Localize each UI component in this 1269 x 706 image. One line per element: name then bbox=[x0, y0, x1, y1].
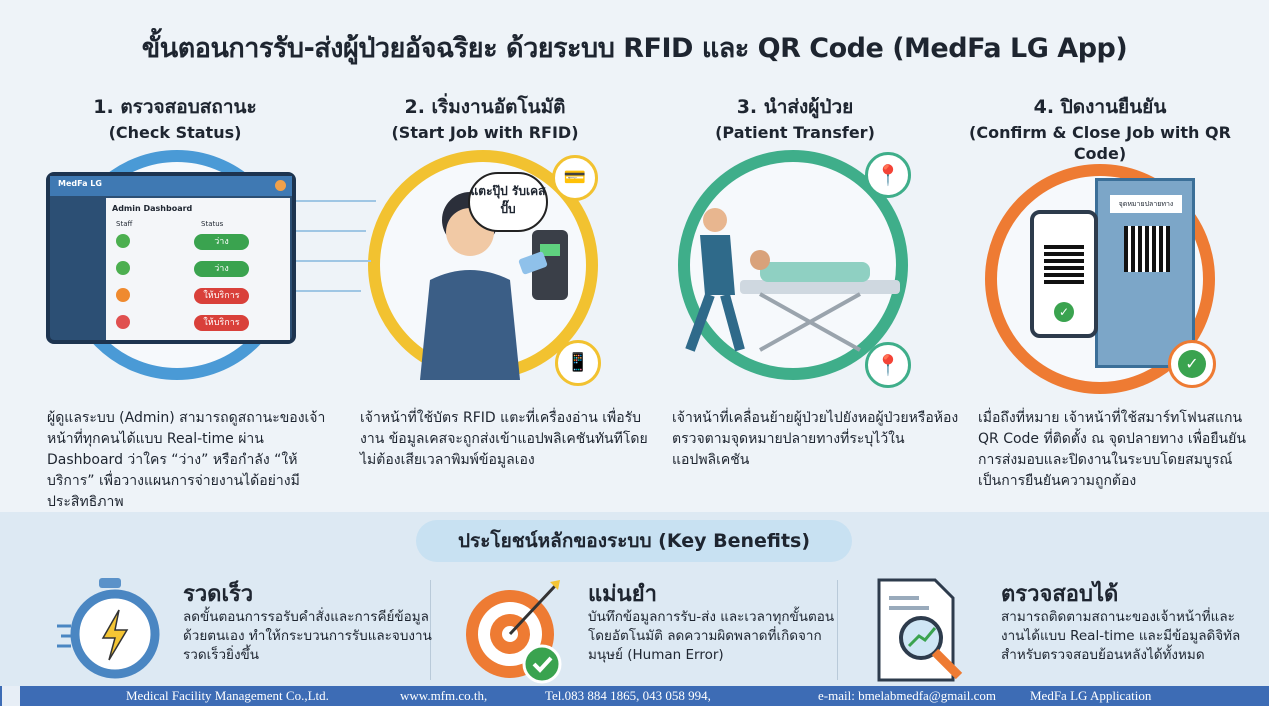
column-status: Status bbox=[201, 220, 224, 228]
column-staff: Staff bbox=[116, 220, 133, 228]
qr-code bbox=[1124, 226, 1170, 272]
benefit-title: ตรวจสอบได้ bbox=[1001, 582, 1119, 607]
benefit-auditable: ตรวจสอบได้ สามารถติดตามสถานะของเจ้าหน้าท… bbox=[873, 576, 1253, 684]
staff-avatar bbox=[116, 315, 130, 329]
status-badge: ให้บริการ bbox=[194, 288, 249, 304]
admin-dashboard-illustration: MedFa LG Admin Dashboard Staff Status ว่… bbox=[46, 172, 296, 344]
step-2-heading: 2. เริ่มงานอัตโนมัติ (Start Job with RFID… bbox=[335, 92, 635, 143]
location-pin-icon: 📍 bbox=[865, 152, 911, 198]
dashboard-brand: MedFa LG bbox=[58, 179, 102, 188]
step-1-description: ผู้ดูแลระบบ (Admin) สามารถดูสถานะของเจ้า… bbox=[47, 410, 326, 510]
footer-company: Medical Facility Management Co.,Ltd. bbox=[126, 688, 329, 703]
connector-line bbox=[296, 200, 376, 202]
staff-avatar bbox=[116, 288, 130, 302]
door-sign: จุดหมายปลายทาง bbox=[1110, 195, 1182, 213]
step-subtitle: (Check Status) bbox=[108, 123, 242, 142]
step-3-heading: 3. นำส่งผู้ป่วย (Patient Transfer) bbox=[645, 92, 945, 143]
status-badge: ว่าง bbox=[194, 234, 249, 250]
step-3-description: เจ้าหน้าที่เคลื่อนย้ายผู้ป่วยไปยังหอผู้ป… bbox=[672, 410, 959, 468]
footer-website[interactable]: www.mfm.co.th, bbox=[400, 688, 488, 703]
dashboard-content: Admin Dashboard Staff Status ว่าง ว่าง ใ… bbox=[106, 198, 290, 340]
step-4-description: เมื่อถึงที่หมาย เจ้าหน้าที่ใช้สมาร์ทโฟนส… bbox=[978, 410, 1246, 489]
footer-app: MedFa LG Application bbox=[1030, 688, 1152, 703]
rfid-tap-illustration bbox=[420, 192, 568, 380]
connector-line bbox=[296, 230, 366, 232]
stopwatch-icon bbox=[57, 578, 160, 679]
step-subtitle: (Start Job with RFID) bbox=[391, 123, 579, 142]
step-1-heading: 1. ตรวจสอบสถานะ (Check Status) bbox=[25, 92, 325, 143]
door: จุดหมายปลายทาง bbox=[1095, 178, 1195, 368]
company-logo bbox=[2, 686, 20, 706]
dashboard-heading: Admin Dashboard bbox=[112, 204, 193, 213]
staff-avatar bbox=[116, 261, 130, 275]
step-2-description: เจ้าหน้าที่ใช้บัตร RFID แตะที่เครื่องอ่า… bbox=[360, 410, 648, 468]
footer-email[interactable]: e-mail: bmelabmedfa@gmail.com bbox=[818, 688, 997, 703]
connector-line bbox=[296, 290, 361, 292]
staff-avatar bbox=[116, 234, 130, 248]
benefit-description: สามารถติดตามสถานะของเจ้าหน้าที่และงานได้… bbox=[1001, 609, 1241, 663]
divider bbox=[430, 580, 431, 680]
target-icon bbox=[466, 580, 562, 684]
status-badge: ว่าง bbox=[194, 261, 249, 277]
benefit-title: รวดเร็ว bbox=[183, 582, 254, 607]
smartphone: ✓ bbox=[1030, 210, 1098, 338]
step-subtitle: (Patient Transfer) bbox=[715, 123, 875, 142]
page-title: ขั้นตอนการรับ-ส่งผู้ป่วยอัจฉริยะ ด้วยระบ… bbox=[141, 33, 1128, 64]
qr-code-scan bbox=[1044, 244, 1084, 284]
benefit-description: บันทึกข้อมูลการรับ-ส่ง และเวลาทุกขั้นตอน… bbox=[588, 609, 835, 663]
benefit-title: แม่นยำ bbox=[588, 582, 657, 607]
step-subtitle: (Confirm & Close Job with QR Code) bbox=[969, 123, 1231, 163]
check-icon: ✓ bbox=[1054, 302, 1074, 322]
step-title: 1. ตรวจสอบสถานะ bbox=[93, 96, 257, 118]
speech-bubble: แตะปุ๊ป รับเคสปั๊บ bbox=[468, 172, 548, 232]
benefit-accurate: แม่นยำ บันทึกข้อมูลการรับ-ส่ง และเวลาทุก… bbox=[460, 576, 840, 684]
benefit-fast: รวดเร็ว ลดขั้นตอนการรอรับคำสั่งและการคีย… bbox=[55, 576, 435, 684]
footer-bar: Medical Facility Management Co.,Ltd. www… bbox=[0, 686, 1269, 706]
step-4-heading: 4. ปิดงานยืนยัน (Confirm & Close Job with… bbox=[960, 92, 1240, 164]
dashboard-topbar: MedFa LG bbox=[50, 176, 292, 196]
patient-transfer-illustration bbox=[685, 208, 900, 352]
step-title: 2. เริ่มงานอัตโนมัติ bbox=[404, 96, 566, 118]
connector-line bbox=[296, 260, 371, 262]
step-title: 4. ปิดงานยืนยัน bbox=[1033, 96, 1167, 118]
divider bbox=[837, 580, 838, 680]
confirm-check-icon: ✓ bbox=[1168, 340, 1216, 388]
footer-phone: Tel.083 884 1865, 043 058 994, bbox=[545, 688, 711, 703]
step-title: 3. นำส่งผู้ป่วย bbox=[736, 96, 854, 118]
user-avatar-icon bbox=[275, 180, 286, 191]
magnifier-document-icon bbox=[877, 578, 963, 682]
phone-nfc-icon: 📱 bbox=[555, 340, 601, 386]
benefit-description: ลดขั้นตอนการรอรับคำสั่งและการคีย์ข้อมูลด… bbox=[183, 609, 432, 663]
location-pin-icon: 📍 bbox=[865, 342, 911, 388]
rfid-card-icon: 💳 bbox=[552, 155, 598, 201]
status-badge: ให้บริการ bbox=[194, 315, 249, 331]
benefits-title: ประโยชน์หลักของระบบ (Key Benefits) bbox=[416, 520, 852, 562]
